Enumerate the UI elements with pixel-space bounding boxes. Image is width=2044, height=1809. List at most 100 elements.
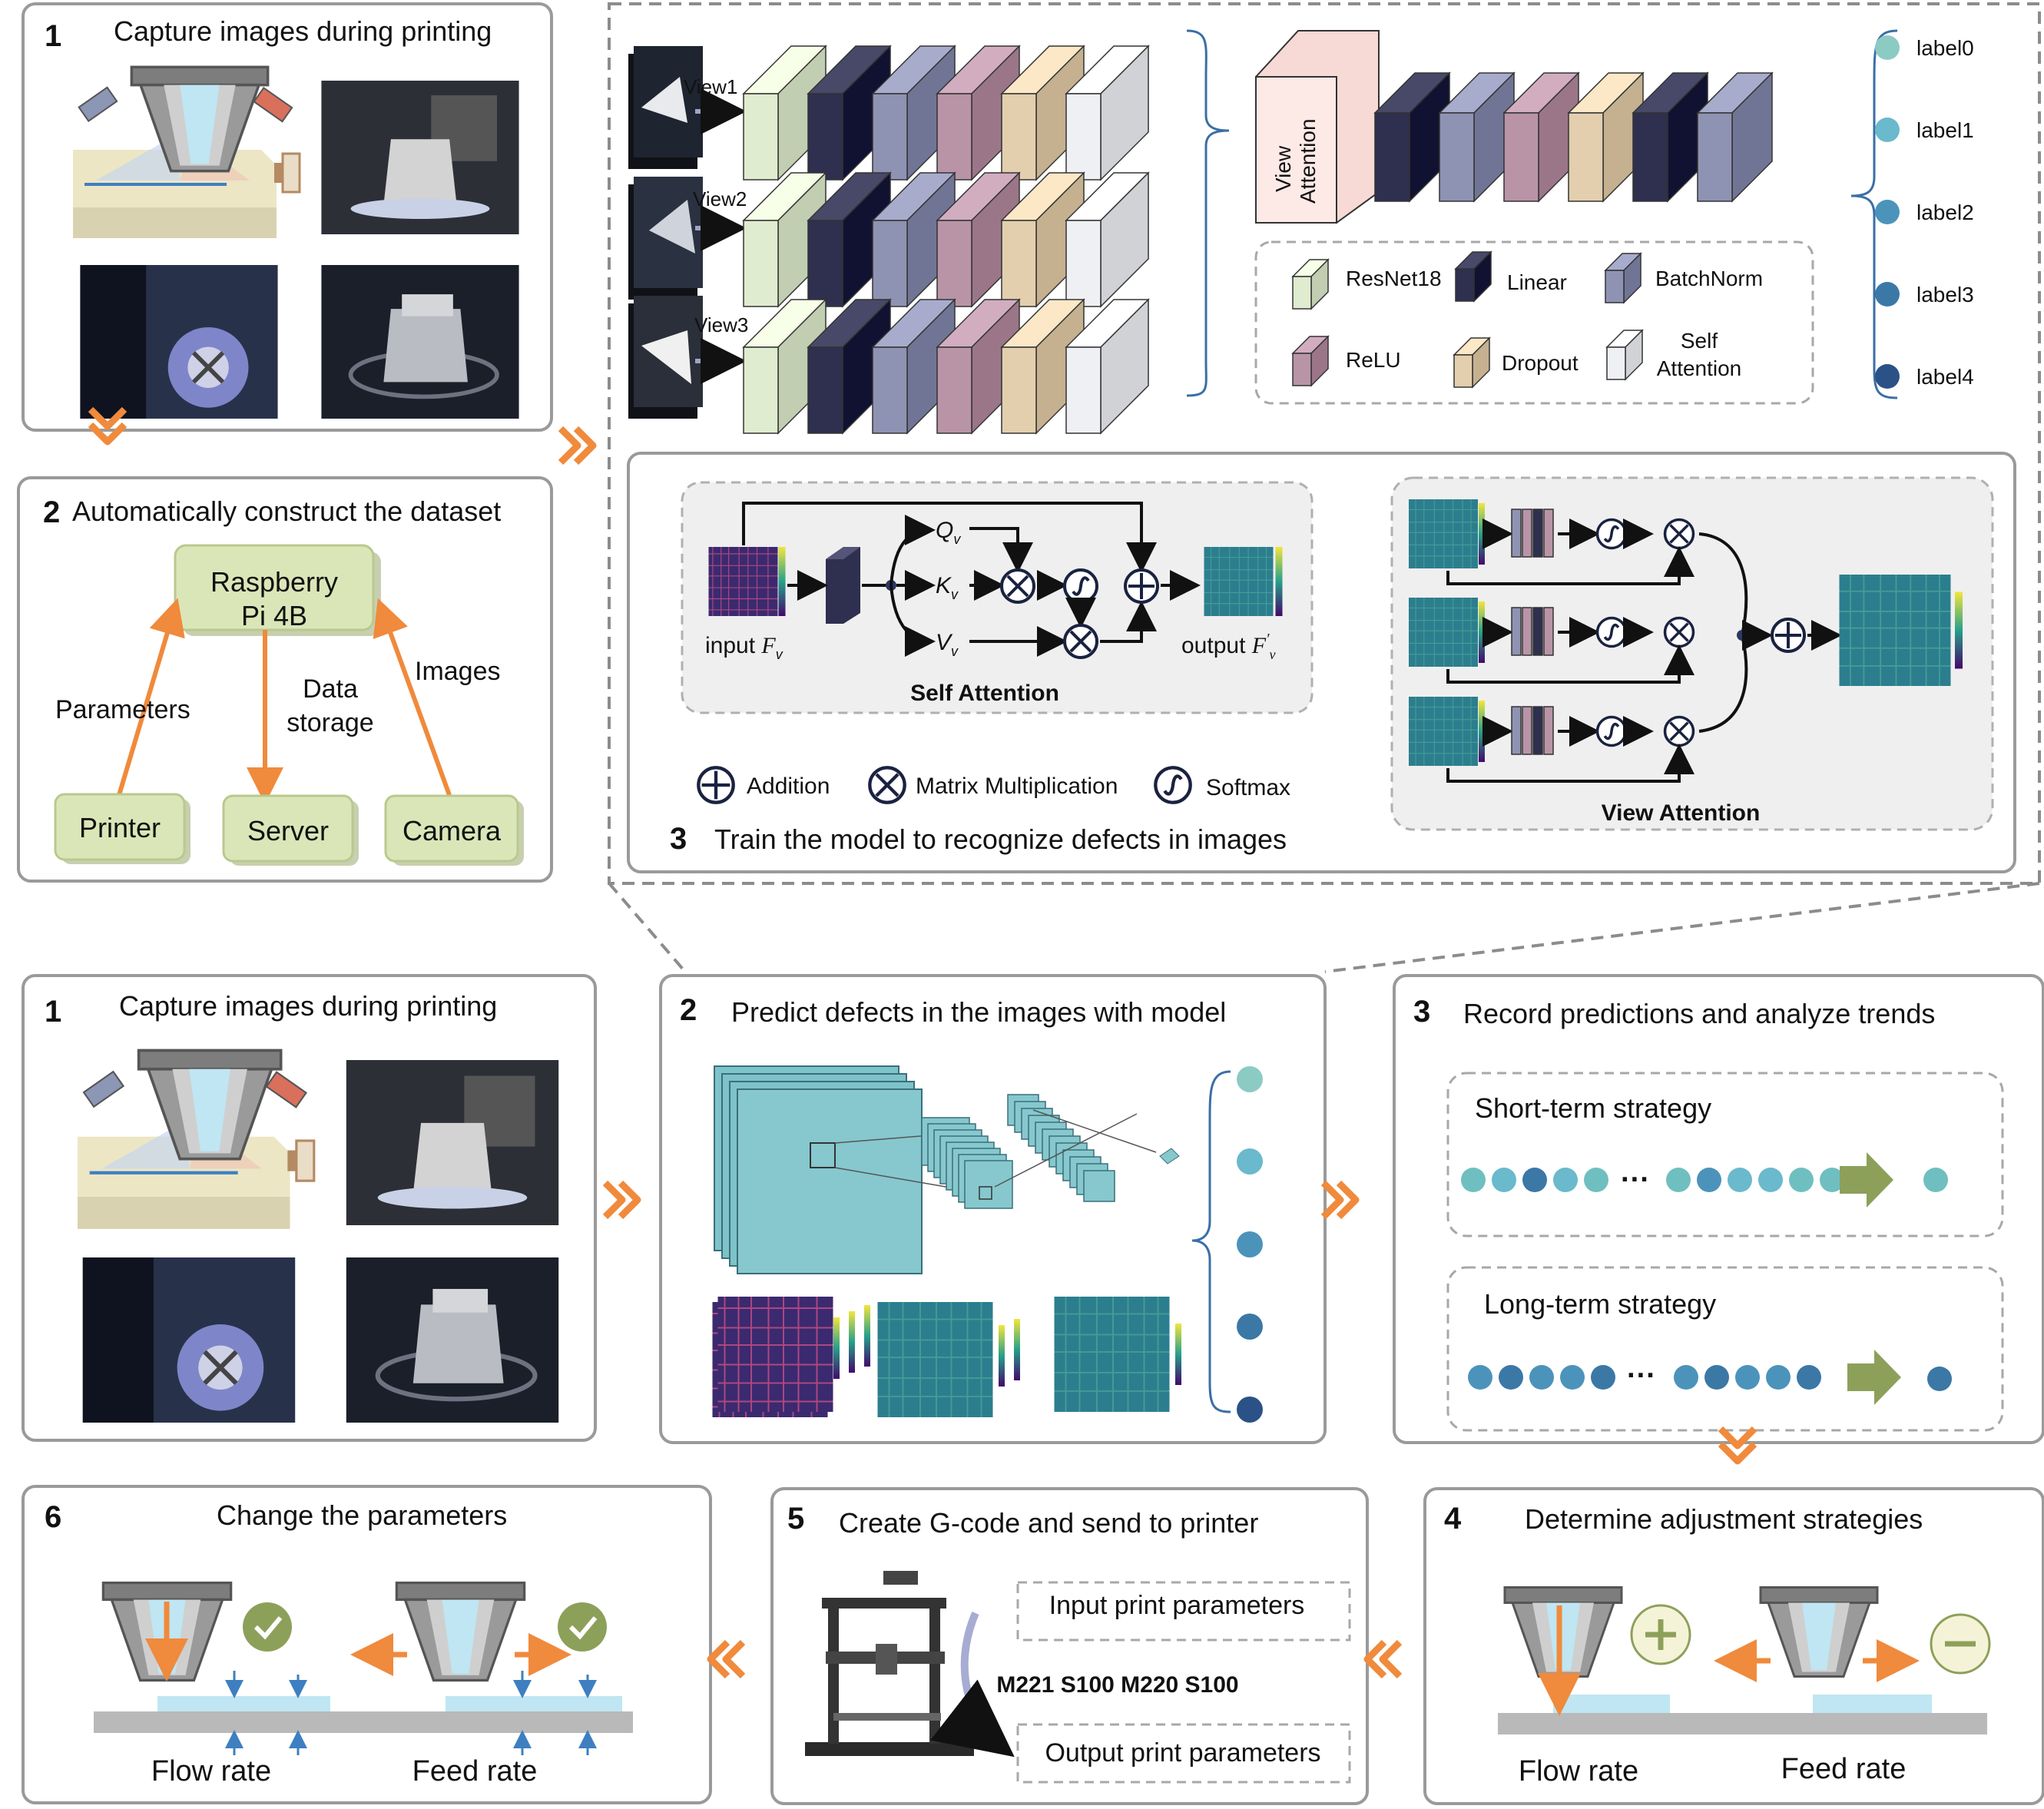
data-storage-label-line2: storage — [287, 708, 373, 737]
branch3-batchnorm-block — [871, 298, 956, 435]
branch3-self-attention-block — [1065, 298, 1150, 435]
head-batchnorm-block-2 — [1438, 71, 1516, 203]
legend-batchnorm-swatch — [1604, 252, 1642, 304]
short-term-prediction-dot — [1820, 1168, 1844, 1192]
chevron-right-icon — [1323, 1183, 1356, 1217]
view-attention-title: View Attention — [1602, 800, 1761, 826]
chevron-right-icon — [605, 1183, 638, 1217]
branch1-batchnorm-block — [871, 45, 956, 181]
addition-icon — [698, 767, 733, 802]
predicted-label2-dot — [1237, 1231, 1263, 1257]
matmul-label: Matrix Multiplication — [916, 774, 1118, 799]
label0-dot — [1875, 35, 1900, 60]
raspberry-pi-label-line2: Pi 4B — [241, 600, 307, 631]
bottom-step4-number: 4 — [1444, 1502, 1462, 1536]
top-step1-title: Capture images during printing — [114, 15, 492, 47]
short-result-arrow — [1840, 1152, 1893, 1208]
bottom-step2-number: 2 — [680, 993, 697, 1027]
softmax-icon — [1155, 767, 1190, 802]
legend-batchnorm: BatchNorm — [1655, 267, 1763, 290]
softmax-label: Softmax — [1206, 775, 1290, 800]
bottom-step1-panel: 1 Capture images during printing — [22, 974, 597, 1442]
long-term-prediction-dot — [1704, 1365, 1729, 1390]
label1-text: label1 — [1916, 118, 1974, 142]
server-label: Server — [247, 815, 329, 847]
label3-text: label3 — [1916, 283, 1974, 306]
sa-k-label: Kv — [936, 573, 959, 602]
view-attention-label-line1: View — [1271, 145, 1295, 192]
short-term-prediction-dot — [1697, 1168, 1721, 1192]
bottom-step1-title: Capture images during printing — [119, 990, 497, 1022]
short-term-prediction-dot — [1522, 1168, 1547, 1192]
camera-label: Camera — [403, 815, 502, 847]
multi-view-inputs — [628, 46, 703, 419]
long-term-prediction-dot — [1735, 1365, 1760, 1390]
view3-label: View3 — [694, 313, 748, 336]
camera-photo-side — [80, 265, 277, 419]
camera-photo-top — [321, 81, 519, 234]
long-term-prediction-dot — [1560, 1365, 1585, 1390]
label4-text: label4 — [1916, 365, 1974, 389]
long-ellipsis: ··· — [1627, 1360, 1656, 1392]
bottom-step6-panel: 6 Change the parameters Flow rate Feed r… — [22, 1485, 712, 1804]
output-params-label: Output print parameters — [1045, 1738, 1320, 1768]
legend-resnet18: ResNet18 — [1346, 267, 1442, 290]
label2-dot — [1875, 200, 1900, 224]
branch1-dropout-block — [1000, 45, 1085, 181]
images-arrow — [373, 598, 452, 797]
top-step2-number: 2 — [43, 495, 60, 529]
top-step2-title: Automatically construct the dataset — [72, 495, 501, 527]
label3-dot — [1875, 282, 1900, 306]
bottom-step1-number: 1 — [45, 995, 61, 1029]
top-step1-number: 1 — [45, 19, 61, 53]
va-branch-2 — [1408, 598, 1695, 684]
bottom-step3-title: Record predictions and analyze trends — [1463, 998, 1935, 1029]
resnet-branches — [742, 45, 1150, 435]
data-storage-label-line1: Data — [303, 674, 358, 704]
chevron-left-icon — [1367, 1642, 1400, 1676]
view-attention-label-line2: Attention — [1296, 118, 1320, 204]
sa-output-label: output F′v — [1181, 631, 1275, 662]
bottom-step5-panel: 5 Create G-code and send to printer Inpu… — [770, 1487, 1369, 1805]
va-branch-1 — [1408, 499, 1695, 585]
predicted-label0-dot — [1237, 1066, 1263, 1092]
branch2-resnet-block — [742, 171, 827, 308]
label4-dot — [1875, 364, 1900, 389]
short-term-prediction-dot — [1461, 1168, 1486, 1192]
top-step1-panel: 1 Capture images during printing — [22, 2, 553, 432]
legend-linear: Linear — [1507, 270, 1567, 294]
bottom-step4-panel: 4 Determine adjustment strategies Flow r… — [1423, 1487, 2044, 1805]
short-result-dot — [1923, 1168, 1948, 1192]
branch2-linear-block — [807, 171, 892, 308]
bottom-step3-panel: 3 Record predictions and analyze trends … — [1393, 974, 2044, 1444]
long-term-prediction-dot — [1674, 1365, 1698, 1390]
input-params-box — [1016, 1581, 1351, 1642]
view-attention-block: View Attention — [1254, 30, 1380, 224]
long-term-prediction-dot — [1797, 1365, 1821, 1390]
short-term-prediction-dot — [1492, 1168, 1516, 1192]
predicted-label4-dot — [1237, 1397, 1263, 1423]
camera-photo-front — [321, 265, 518, 419]
short-term-box — [1446, 1072, 2004, 1237]
bottom-camera-photo-front — [346, 1257, 558, 1423]
branch3-dropout-block — [1000, 298, 1085, 435]
chevron-left-icon — [711, 1642, 743, 1676]
addition-label: Addition — [747, 774, 830, 799]
label1-dot — [1875, 118, 1900, 142]
head-linear-block-1 — [1373, 71, 1451, 203]
va-branch-3 — [1408, 697, 1695, 783]
legend-self-attention-swatch — [1605, 329, 1644, 381]
branch-merge-brace — [1186, 29, 1230, 397]
step6-flow-rate-label: Flow rate — [151, 1755, 271, 1787]
short-term-prediction-dot — [1666, 1168, 1691, 1192]
output-params-box — [1016, 1723, 1351, 1784]
top-step3-container: View1 View2 View3 View Attention ResNet1… — [608, 2, 2041, 973]
head-dropout-block-4 — [1567, 71, 1645, 203]
short-term-prediction-dot — [1728, 1168, 1752, 1192]
camera-box — [384, 794, 519, 863]
view2-label: View2 — [693, 187, 747, 210]
sa-v-label: Vv — [936, 630, 959, 659]
long-term-prediction-dot — [1591, 1365, 1615, 1390]
